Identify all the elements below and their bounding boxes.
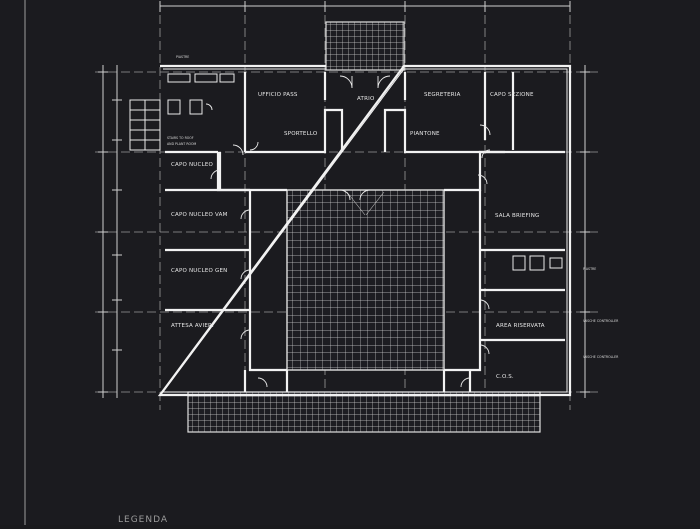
entrance-canopy bbox=[325, 21, 405, 71]
room-label-ufficio-pass: UFFICIO PASS bbox=[258, 92, 298, 98]
room-label-capo-nucleo: CAPO NUCLEO bbox=[171, 162, 214, 168]
note-right-1: PIASTRE bbox=[583, 267, 596, 271]
south-terrace bbox=[187, 391, 541, 433]
note-right-2: VASCHE CONTROLLER bbox=[583, 319, 619, 323]
room-label-stairs-2: AND PLANT ROOM bbox=[167, 142, 197, 146]
note-right-3: VASCHE CONTROLLER bbox=[583, 355, 619, 359]
stairs bbox=[129, 99, 161, 151]
room-label-capo-nucleo-gen: CAPO NUCLEO GEN bbox=[171, 268, 227, 274]
left-dimension-lines bbox=[98, 65, 122, 398]
room-label-area-riservata: AREA RISERVATA bbox=[496, 323, 545, 329]
room-label-stairs: STAIRS TO ROOF bbox=[167, 136, 194, 140]
room-label-attesa-avieri: ATTESA AVIERI bbox=[171, 323, 214, 329]
room-label-segreteria: SEGRETERIA bbox=[424, 92, 461, 98]
building-walls bbox=[157, 64, 572, 397]
courtyard-lines bbox=[346, 191, 385, 216]
door-swings bbox=[210, 75, 491, 388]
room-label-sala-briefing: SALA BRIEFING bbox=[495, 213, 540, 219]
room-label-cos: C.O.S. bbox=[496, 374, 514, 380]
restroom-fixtures bbox=[167, 73, 563, 271]
note-top-left: PIASTRE bbox=[176, 55, 189, 59]
courtyard bbox=[286, 189, 445, 371]
room-label-capo-sezione: CAPO SEZIONE bbox=[490, 92, 534, 98]
top-dimension-line bbox=[159, 1, 571, 12]
room-label-sportello: SPORTELLO bbox=[284, 131, 318, 137]
room-label-atrio: ATRIO bbox=[357, 96, 375, 102]
room-label-piantone: PIANTONE bbox=[410, 131, 440, 137]
room-label-capo-nucleo-vam: CAPO NUCLEO VAM bbox=[171, 212, 228, 218]
right-dimension-lines bbox=[580, 65, 590, 398]
legend-caption: LEGENDA bbox=[118, 515, 169, 525]
